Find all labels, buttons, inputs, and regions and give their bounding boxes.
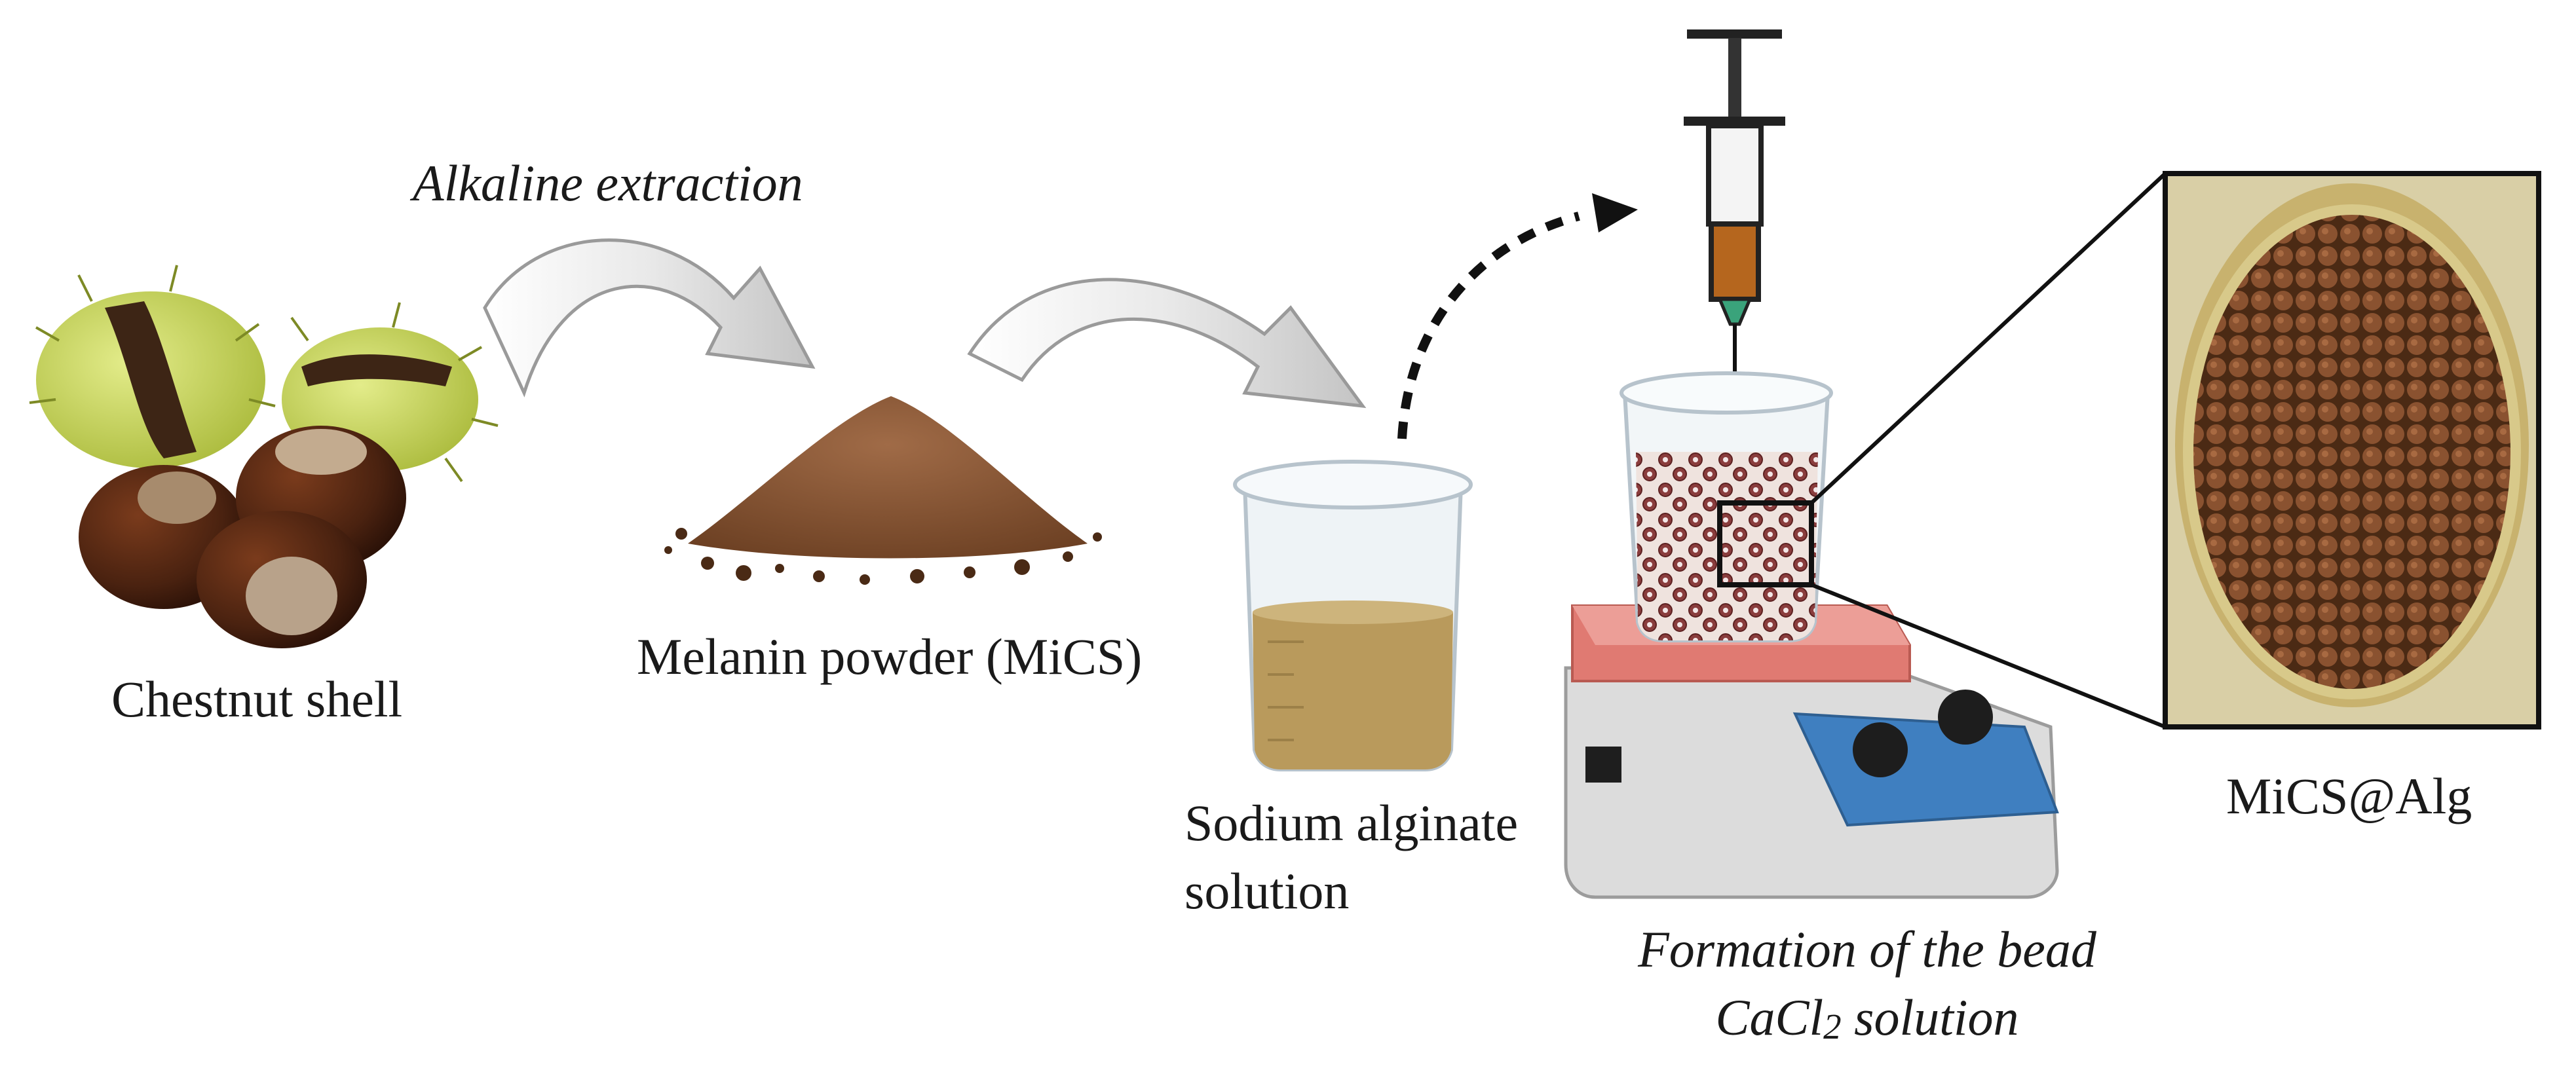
- nut-1-scar: [138, 471, 216, 524]
- syringe-hotplate-icon: [1564, 29, 2059, 899]
- mics-alg-label: MiCS@Alg: [2226, 767, 2472, 824]
- powder-pile-icon: [664, 396, 1102, 585]
- knob-right: [1938, 690, 1993, 745]
- hotplate: [1564, 604, 2059, 899]
- curved-arrow-icon: [483, 238, 816, 397]
- chestnut-icon: [29, 265, 499, 648]
- alkaline-extraction-label: Alkaline extraction: [413, 155, 803, 212]
- solution-text: solution: [1841, 989, 2019, 1046]
- sodium-alginate-line1: Sodium alginate: [1184, 794, 1519, 851]
- syringe-fill: [1709, 221, 1761, 302]
- bead-formation-line2: CaCl2 solution: [1605, 984, 2129, 1061]
- chestnut-shell-label: Chestnut shell: [111, 671, 403, 728]
- zoom-box: [1717, 500, 1814, 587]
- husk-left: [36, 291, 265, 468]
- bead-beaker: [1619, 371, 1833, 642]
- nut-2-scar: [275, 429, 367, 475]
- zoom-lines: [1809, 172, 2167, 729]
- melanin-powder-label: Melanin powder (MiCS): [637, 628, 1143, 685]
- powder-specks: [664, 528, 1102, 585]
- cacl-subscript: 2: [1823, 1007, 1842, 1046]
- alginate-solution: [1253, 612, 1453, 769]
- knob-left: [1853, 722, 1908, 777]
- beaker-icon: [1233, 460, 1473, 771]
- sodium-alginate-label: Sodium alginate solution: [1184, 789, 1518, 925]
- syringe: [1684, 29, 1785, 406]
- cacl-text: CaCl: [1715, 989, 1824, 1046]
- nut-3-scar: [246, 557, 337, 635]
- power-switch: [1585, 747, 1621, 783]
- curved-arrow-2-icon: [967, 278, 1367, 409]
- husk-spikes: [29, 265, 499, 483]
- bead-photo-icon: [2163, 171, 2541, 730]
- bead-formation-line1: Formation of the bead: [1638, 921, 2096, 978]
- sodium-alginate-line2: solution: [1184, 862, 1350, 919]
- dotted-arrow-icon: [1397, 193, 1638, 439]
- bead-formation-label: Formation of the bead CaCl2 solution: [1605, 915, 2129, 1061]
